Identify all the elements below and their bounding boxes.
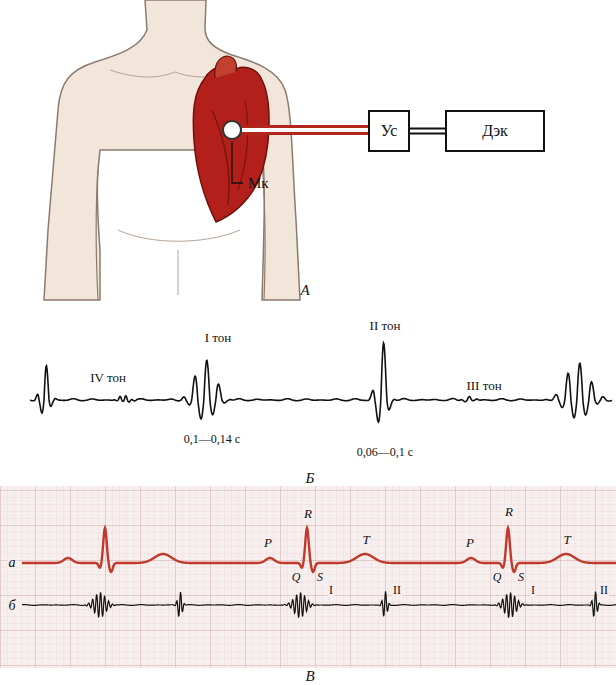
- wave-label: P: [263, 536, 273, 550]
- recorder-box: Дэк: [445, 110, 545, 152]
- wave-label: S: [517, 571, 525, 584]
- panel-letter: В: [305, 668, 314, 685]
- heart: [193, 67, 269, 222]
- wave-label: P: [465, 536, 475, 550]
- tone-label: III тон: [466, 379, 501, 393]
- heart-vessel: [238, 100, 248, 190]
- tone-marker: II: [599, 584, 609, 597]
- ecg-trace: [22, 528, 616, 572]
- wave-label: T: [562, 533, 571, 547]
- chest-line: [118, 230, 240, 241]
- ecg-grid: [0, 486, 616, 668]
- microphone: Мк: [222, 120, 242, 140]
- phonocardiogram: [30, 343, 612, 422]
- panel-letter: Б: [306, 470, 315, 487]
- part-label: Мк: [248, 175, 269, 192]
- wave-label: R: [504, 505, 514, 519]
- chest-line: [178, 250, 179, 295]
- amplifier-box: Ус: [368, 110, 410, 152]
- cable: [410, 131, 445, 132]
- duration-label: 0,06—0,1 с: [357, 446, 413, 459]
- panel-letter: А: [300, 282, 309, 299]
- tone-label: IV тон: [90, 371, 126, 385]
- cable-line: [242, 125, 368, 135]
- wave-label: S: [316, 571, 324, 584]
- ecg-grid: [0, 486, 616, 668]
- duration-label: 0,1—0,14 с: [184, 433, 240, 446]
- tone-marker: II: [392, 584, 402, 597]
- box-label: Дэк: [482, 122, 508, 140]
- torso-outline: [44, 0, 300, 300]
- wave-label: R: [303, 507, 313, 521]
- leader-line: [232, 141, 243, 183]
- collar-line: [110, 70, 248, 77]
- wave-label: Q: [291, 571, 302, 584]
- wave-label: T: [361, 533, 370, 547]
- box-label: Ус: [381, 122, 398, 140]
- cable-gap: [242, 128, 368, 132]
- trace-label: б: [7, 598, 16, 613]
- tone-marker: I: [328, 584, 334, 597]
- ecg-paper: [0, 486, 616, 668]
- aorta: [215, 56, 237, 78]
- wave-label: Q: [492, 571, 503, 584]
- tone-label: II тон: [370, 319, 401, 333]
- cable-line: [410, 128, 445, 135]
- cable-gap: [410, 130, 445, 133]
- tone-label: I тон: [205, 331, 232, 345]
- arm-line: [96, 170, 98, 300]
- trace-label: а: [8, 555, 17, 570]
- signal-cable: [242, 130, 368, 131]
- tone-marker: I: [530, 584, 536, 597]
- pcg-trace: [22, 591, 616, 617]
